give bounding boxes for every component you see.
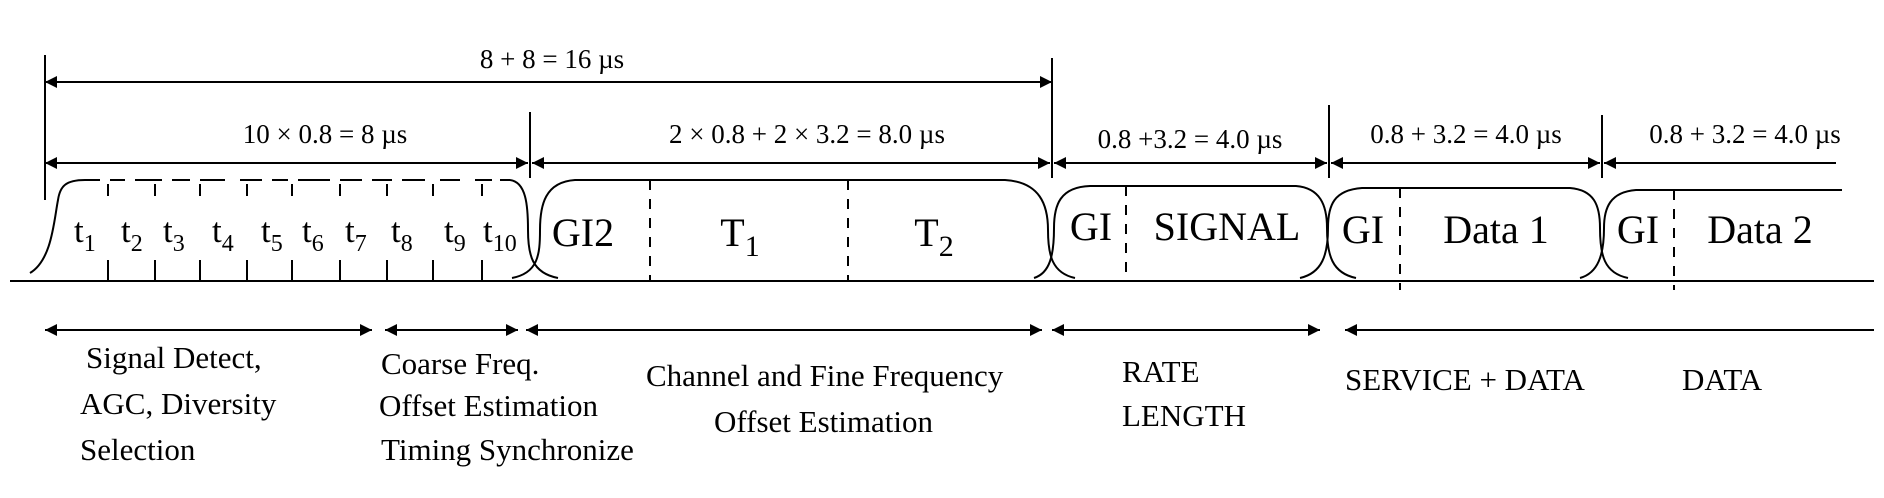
- long-training-duration-label: 2 × 0.8 + 2 × 3.2 = 8.0 µs: [669, 119, 945, 149]
- total-duration-label: 8 + 8 = 16 µs: [480, 44, 624, 74]
- short-symbol-labels: t1 t2 t3 t4 t5 t6 t7 t8 t9 t10: [74, 211, 517, 257]
- coarse-freq-line-2: Offset Estimation: [379, 388, 598, 423]
- symbol-t7: t7: [345, 211, 367, 257]
- symbol-t6: t6: [302, 211, 324, 257]
- symbol-t8: t8: [391, 211, 413, 257]
- signal-detect-line-1: Signal Detect,: [86, 340, 262, 375]
- data1-duration-label: 0.8 + 3.2 = 4.0 µs: [1370, 119, 1562, 149]
- data1-gi-label: GI: [1342, 207, 1384, 252]
- short-symbol-ticks: [107, 184, 483, 281]
- data2-gi-label: GI: [1617, 207, 1659, 252]
- coarse-freq-line-3: Timing Synchronize: [381, 432, 634, 467]
- channel-fine-line-1: Channel and Fine Frequency: [646, 358, 1004, 393]
- short-training-duration-label: 10 × 0.8 = 8 µs: [243, 119, 408, 149]
- data-label: DATA: [1682, 362, 1763, 397]
- symbol-t1: t1: [74, 211, 96, 257]
- service-data-label: SERVICE + DATA: [1345, 362, 1585, 397]
- t1-label: T1: [720, 210, 759, 263]
- signal-duration-label: 0.8 +3.2 = 4.0 µs: [1098, 124, 1283, 154]
- signal-label: SIGNAL: [1154, 204, 1301, 249]
- signal-detect-line-2: AGC, Diversity: [80, 386, 277, 421]
- channel-fine-line-2: Offset Estimation: [714, 404, 933, 439]
- data2-label: Data 2: [1707, 207, 1813, 252]
- data2-duration-label: 0.8 + 3.2 = 4.0 µs: [1649, 119, 1841, 149]
- signal-gi-label: GI: [1070, 204, 1112, 249]
- symbol-t2: t2: [121, 211, 143, 257]
- coarse-freq-line-1: Coarse Freq.: [381, 346, 539, 381]
- signal-detect-line-3: Selection: [80, 432, 196, 467]
- symbol-t4: t4: [212, 211, 234, 257]
- long-training-envelope: [511, 179, 1076, 279]
- rate-label: RATE: [1122, 354, 1200, 389]
- symbol-t5: t5: [261, 211, 283, 257]
- symbol-t3: t3: [163, 211, 185, 257]
- data2-envelope: [1579, 189, 1842, 279]
- short-training-envelope: [29, 179, 100, 274]
- t2-label: T2: [914, 210, 953, 263]
- length-label: LENGTH: [1122, 398, 1246, 433]
- short-training-end-curve: [509, 179, 559, 279]
- signal-envelope: [1033, 185, 1357, 279]
- symbol-t10: t10: [483, 211, 517, 257]
- data1-label: Data 1: [1443, 207, 1549, 252]
- symbol-t9: t9: [444, 211, 466, 257]
- gi2-label: GI2: [552, 210, 614, 255]
